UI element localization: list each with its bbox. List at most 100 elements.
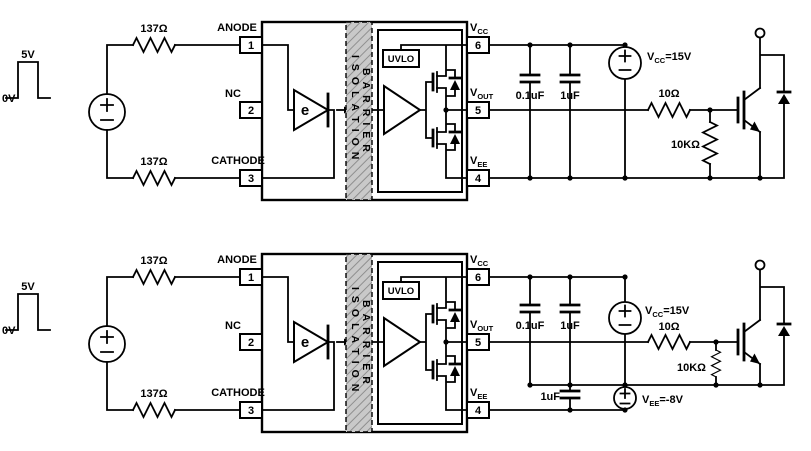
polarity-marks-icon	[100, 98, 114, 121]
pin-number: 3	[248, 405, 254, 417]
pin3-cathode: 3 CATHODE	[211, 155, 265, 187]
resistor-icon	[132, 402, 176, 418]
pin6-name-label: VCC	[470, 254, 489, 268]
pin-number: 4	[475, 173, 482, 185]
bypass-cap-01uf: 0.1uF	[516, 303, 545, 332]
polarity-marks-icon	[619, 388, 631, 405]
pin-number: 1	[248, 40, 254, 52]
pin-box	[239, 268, 263, 286]
input-pulse-waveform: 5V 0V	[2, 49, 51, 105]
resistor-cathode-label: 137Ω	[140, 388, 167, 400]
pulse-low-label: 0V	[2, 325, 16, 337]
driver-block	[377, 29, 463, 193]
buffer-amp-icon	[383, 84, 422, 136]
resistor-anode-label: 137Ω	[140, 23, 167, 35]
pin1-name-label: ANODE	[217, 22, 257, 34]
pin-number: 3	[248, 173, 254, 185]
vcc-supply-label: VCC=15V	[645, 305, 690, 319]
pin2-name-label: NC	[225, 320, 241, 332]
cap-value-label: 0.1uF	[516, 90, 545, 102]
pin2-nc: 2 NC	[225, 320, 263, 351]
pin-number: 6	[475, 272, 481, 284]
pulse-low-label: 0V	[2, 93, 16, 105]
driver-stage: UVLO	[377, 261, 463, 425]
pin-box	[466, 169, 490, 187]
cap-value-label: 1uF	[540, 391, 560, 403]
wires	[106, 36, 785, 179]
isolation-barrier: ISOLATION BARRIER	[345, 21, 373, 201]
pin-number: 5	[475, 105, 481, 117]
capacitor-icon	[559, 73, 581, 84]
voltage-source-icon	[608, 301, 642, 335]
resistor-icon	[647, 334, 691, 350]
resistor-cathode-137: 137Ω	[132, 156, 176, 186]
pin-box	[239, 101, 263, 119]
isolation-barrier: ISOLATION BARRIER	[345, 253, 373, 433]
vcc-supply: VCC=15V	[608, 46, 692, 80]
barrier-label: BARRIER	[360, 68, 372, 158]
polarity-marks-icon	[618, 304, 632, 326]
isolation-label: ISOLATION	[349, 287, 361, 397]
pin3-cathode: 3 CATHODE	[211, 387, 265, 419]
resistor-icon	[132, 170, 176, 186]
pin-box	[239, 401, 263, 419]
vee-supply: VEE=-8V	[613, 386, 684, 410]
barrier-strip	[345, 253, 373, 433]
pulse-shape-icon	[5, 293, 51, 331]
capacitor-icon	[559, 389, 581, 400]
pin5-vout: 5 VOUT	[466, 87, 494, 119]
gate-resistor-label: 10Ω	[658, 321, 679, 333]
uvlo-label: UVLO	[388, 286, 414, 297]
gate-emitter-resistor-10k: 10KΩ	[671, 121, 718, 165]
barrier-label: BARRIER	[360, 300, 372, 390]
resistor-anode-label: 137Ω	[140, 255, 167, 267]
gate-resistor-label: 10Ω	[658, 88, 679, 100]
led-emitter: e	[293, 320, 351, 364]
resistor-icon	[647, 102, 691, 118]
bypass-cap-1uf: 1uF	[559, 73, 581, 102]
led-emitter: e	[293, 88, 351, 132]
resistor-icon	[132, 37, 176, 53]
cap-value-label: 1uF	[560, 320, 580, 332]
pin-box	[466, 333, 490, 351]
pin6-vcc: 6 VCC	[466, 254, 490, 286]
driver-stage: UVLO	[377, 29, 463, 193]
driver-block	[377, 261, 463, 425]
vcc-supply-label: VCC=15V	[647, 51, 692, 65]
collector-terminal-icon	[754, 27, 766, 39]
gate-emitter-resistor-10k: 10KΩ	[677, 349, 722, 378]
body-diode-bars-icon	[448, 76, 462, 134]
optocoupler-ic: 1 ANODE 2 NC 3 CATHODE e	[211, 252, 494, 434]
pin5-name-label: VOUT	[470, 319, 494, 333]
body-diode-icon	[450, 312, 460, 322]
gate-emitter-resistor-label: 10KΩ	[671, 139, 700, 151]
polarity-marks-icon	[100, 330, 114, 353]
input-pulse-waveform: 5V 0V	[2, 281, 51, 337]
pin4-vee: 4 VEE	[466, 387, 490, 419]
polarity-marks-icon	[618, 49, 632, 71]
body-diode-icon	[450, 366, 460, 376]
igbt-collector-emitter-icon	[742, 318, 762, 366]
emitter-arrow-icon	[750, 121, 760, 132]
circuit-top: 5V 0V 137Ω 137Ω 1 ANODE	[2, 20, 792, 202]
pulse-shape-icon	[5, 61, 51, 99]
emitter-arrow-icon	[750, 353, 760, 364]
igbt-gate-bars-icon	[736, 322, 746, 362]
junction-dots	[443, 42, 763, 181]
body-diode-icon	[450, 80, 460, 90]
body-diode-icon	[450, 134, 460, 144]
optocoupler-ic: 1 ANODE 2 NC 3 CATHODE e	[211, 20, 494, 202]
uvlo-box	[382, 281, 420, 300]
bypass-cap-01uf: 0.1uF	[516, 73, 545, 102]
pin-box	[239, 333, 263, 351]
copack-diode-icon	[778, 326, 790, 336]
pin-box	[466, 101, 490, 119]
led-label: e	[301, 102, 309, 119]
igbt	[736, 27, 792, 134]
pin4-vee: 4 VEE	[466, 155, 490, 187]
resistor-anode-137: 137Ω	[132, 255, 176, 285]
resistor-icon	[132, 269, 176, 285]
led-label: e	[301, 334, 309, 351]
pin-number: 2	[248, 105, 254, 117]
pin-box	[466, 36, 490, 54]
